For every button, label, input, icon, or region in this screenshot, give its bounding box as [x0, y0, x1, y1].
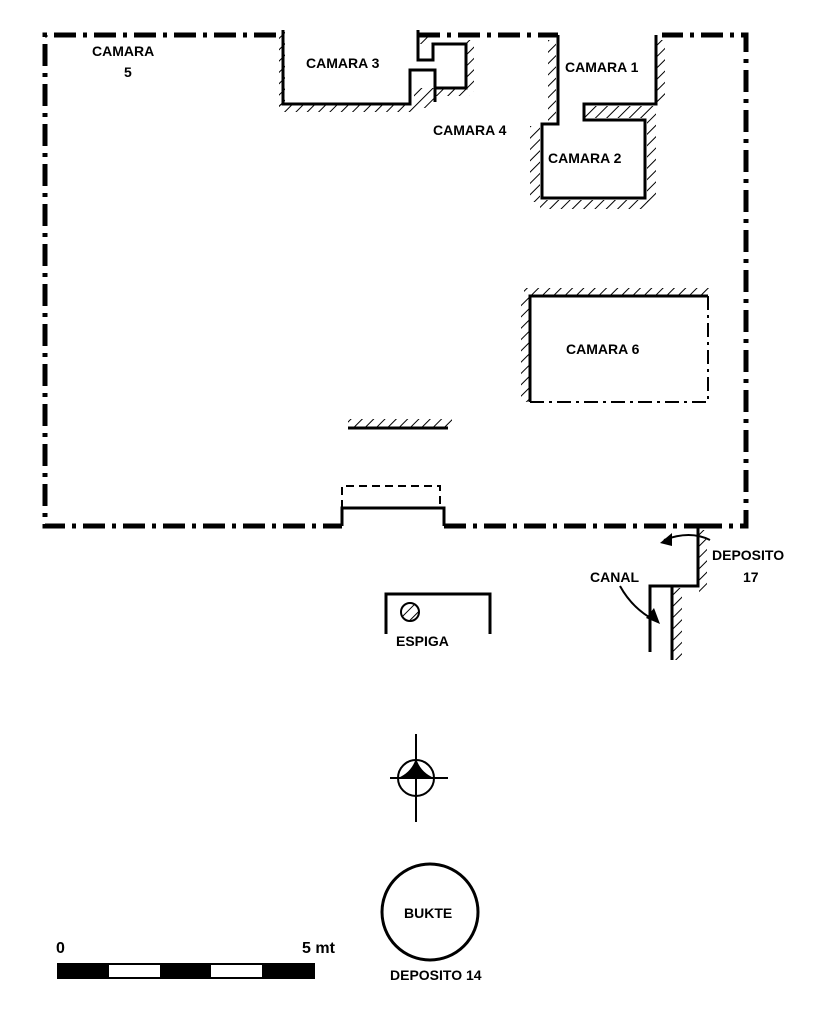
label-deposito-17-line2: 17: [743, 569, 759, 585]
canal-structure: [619, 526, 711, 660]
label-deposito-17-line1: DEPOSITO: [712, 547, 784, 563]
scale-start-label: 0: [56, 940, 65, 957]
scale-segment-1: [58, 964, 109, 978]
camara-3-walls: [279, 30, 474, 112]
label-camara-5-line1: CAMARA: [92, 43, 154, 59]
label-deposito-14: DEPOSITO 14: [390, 967, 482, 983]
label-camara-5-line2: 5: [124, 64, 132, 80]
espiga-structure: [384, 592, 492, 634]
north-arrow-icon: [390, 734, 448, 822]
label-bukte: BUKTE: [404, 905, 452, 921]
outer-enclosure-wall: [42, 32, 749, 529]
scale-segment-5: [262, 964, 314, 978]
label-canal: CANAL: [590, 569, 639, 585]
label-espiga: ESPIGA: [396, 633, 449, 649]
label-camara-2: CAMARA 2: [548, 150, 622, 166]
bukte-circle: [380, 862, 480, 962]
label-camara-3: CAMARA 3: [306, 55, 380, 71]
scale-bar: [57, 963, 315, 979]
interior-wall-fragment: [348, 419, 452, 430]
label-camara-6: CAMARA 6: [566, 341, 640, 357]
label-camara-1: CAMARA 1: [565, 59, 639, 75]
label-camara-4: CAMARA 4: [433, 122, 507, 138]
scale-segment-3: [160, 964, 211, 978]
camara-6-walls: [521, 288, 710, 403]
scale-end-label: 5 mt: [302, 940, 336, 957]
camara-1-2-walls: [530, 35, 665, 209]
